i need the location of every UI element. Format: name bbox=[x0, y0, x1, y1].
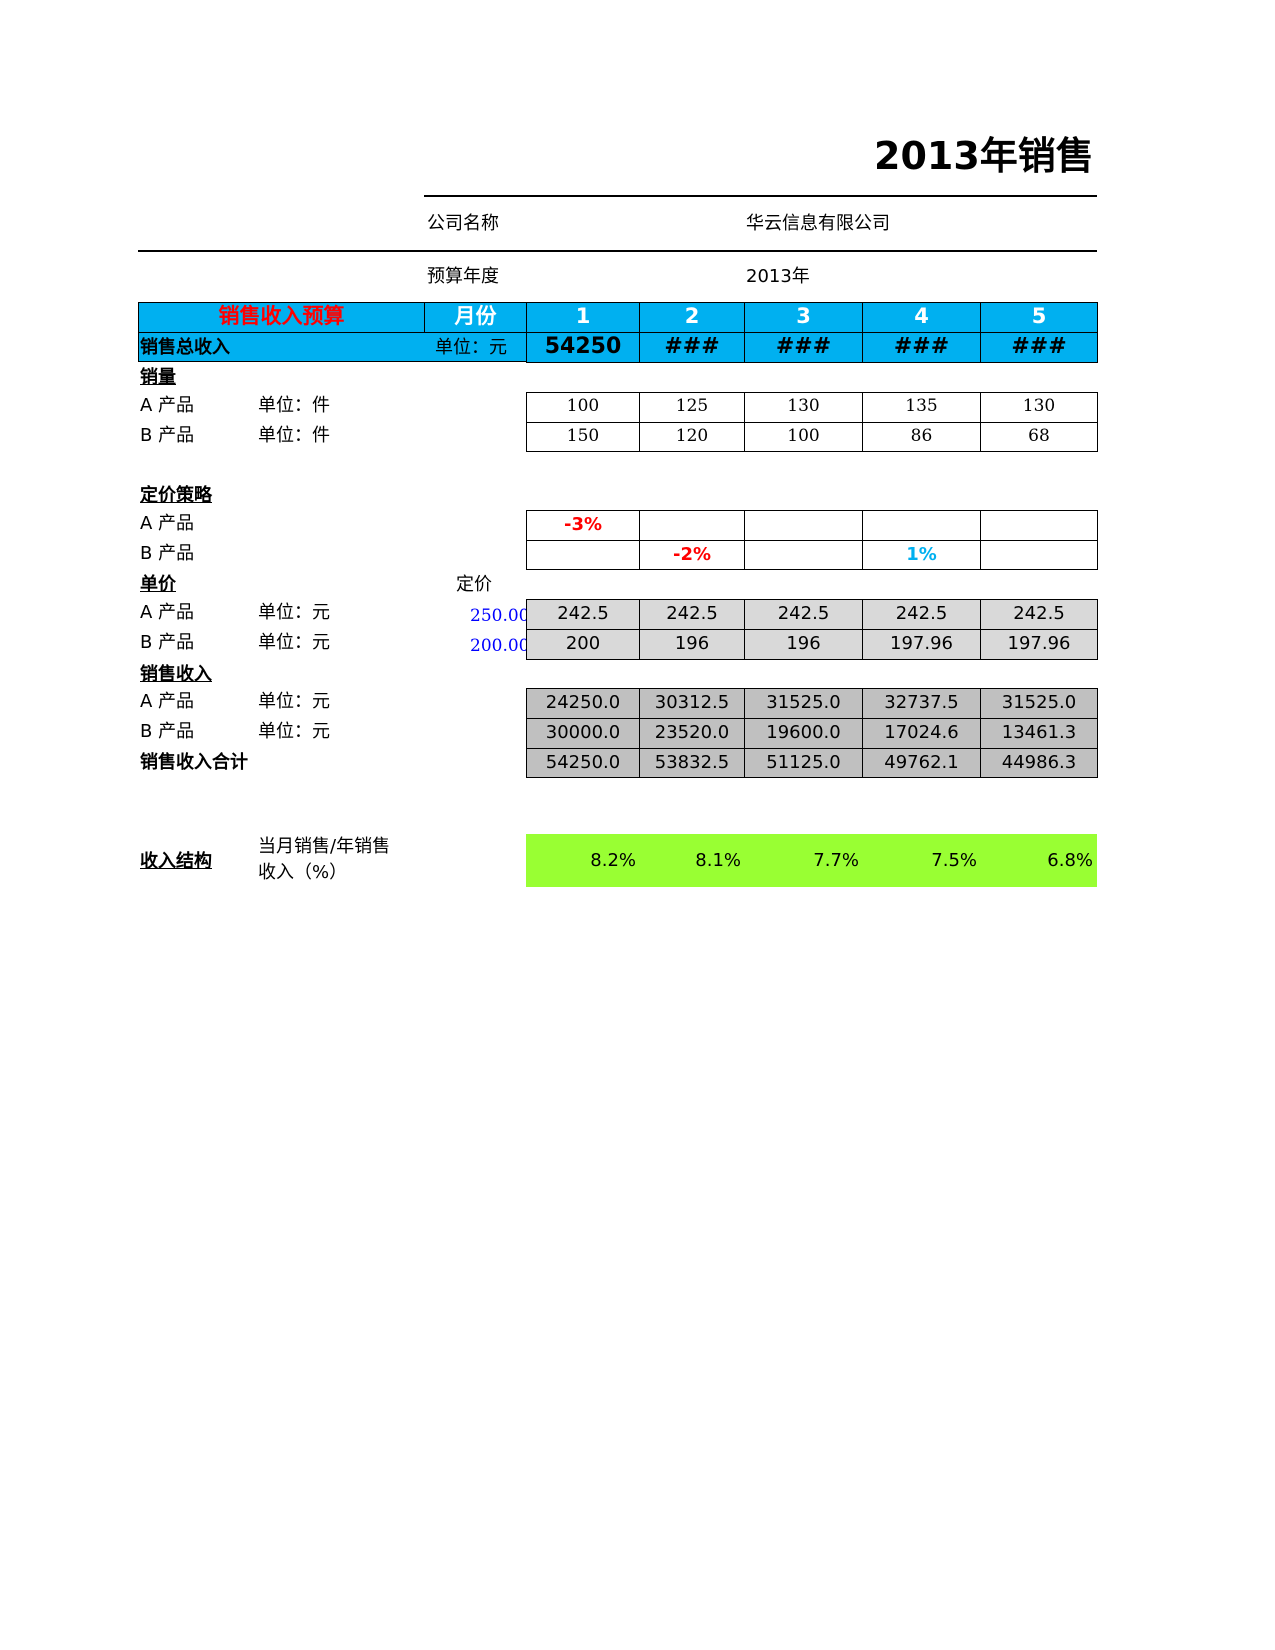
pricing-cell[interactable] bbox=[744, 510, 863, 541]
row-unit: 单位：元 bbox=[258, 721, 330, 742]
revenue-cell[interactable]: 24250.0 bbox=[526, 688, 640, 719]
volume-cell[interactable]: 130 bbox=[980, 392, 1098, 423]
year-value[interactable]: 2013年 bbox=[746, 266, 810, 287]
revenue-total-cell[interactable]: 53832.5 bbox=[639, 748, 745, 778]
pricing-cell[interactable] bbox=[744, 540, 863, 570]
volume-cell[interactable]: 86 bbox=[862, 422, 981, 452]
pricing-cell[interactable] bbox=[980, 510, 1098, 541]
volume-cell[interactable]: 68 bbox=[980, 422, 1098, 452]
structure-value: 6.8% bbox=[1047, 850, 1093, 871]
volume-title: 销量 bbox=[140, 367, 176, 388]
price-cell[interactable]: 200 bbox=[526, 629, 640, 660]
structure-bar bbox=[526, 834, 1097, 887]
revenue-total-cell[interactable]: 49762.1 bbox=[862, 748, 981, 778]
pricing-title: 定价策略 bbox=[140, 485, 212, 506]
revenue-cell[interactable]: 17024.6 bbox=[862, 718, 981, 749]
pricing-cell[interactable]: 1% bbox=[862, 540, 981, 570]
pricing-cell[interactable] bbox=[639, 510, 745, 541]
revenue-cell[interactable]: 13461.3 bbox=[980, 718, 1098, 749]
revenue-total-cell[interactable]: 54250.0 bbox=[526, 748, 640, 778]
total-label: 销售总收入 bbox=[140, 337, 230, 358]
company-label: 公司名称 bbox=[427, 213, 499, 234]
revenue-cell[interactable]: 31525.0 bbox=[980, 688, 1098, 719]
volume-cell[interactable]: 120 bbox=[639, 422, 745, 452]
structure-value: 7.7% bbox=[813, 850, 859, 871]
total-cell[interactable]: ### bbox=[862, 332, 981, 363]
year-label: 预算年度 bbox=[427, 266, 499, 287]
row-unit: 单位：件 bbox=[258, 395, 330, 416]
row-unit: 单位：元 bbox=[258, 632, 330, 653]
divider bbox=[138, 250, 1097, 252]
volume-cell[interactable]: 130 bbox=[744, 392, 863, 423]
total-cell[interactable]: 54250 bbox=[526, 332, 640, 363]
row-label: A 产品 bbox=[140, 513, 195, 534]
page-title: 2013年销售 bbox=[874, 134, 1094, 178]
row-label: B 产品 bbox=[140, 632, 195, 653]
total-unit: 单位：元 bbox=[435, 337, 507, 358]
structure-desc-1: 当月销售/年销售 bbox=[258, 836, 391, 857]
month-header-cell[interactable]: 3 bbox=[744, 302, 863, 333]
pricing-cell[interactable] bbox=[862, 510, 981, 541]
row-label: B 产品 bbox=[140, 425, 195, 446]
price-cell[interactable]: 242.5 bbox=[744, 599, 863, 630]
price-cell[interactable]: 197.96 bbox=[862, 629, 981, 660]
month-header-cell[interactable]: 2 bbox=[639, 302, 745, 333]
volume-cell[interactable]: 150 bbox=[526, 422, 640, 452]
divider bbox=[424, 195, 1097, 197]
price-cell[interactable]: 197.96 bbox=[980, 629, 1098, 660]
row-label: A 产品 bbox=[140, 691, 195, 712]
revenue-cell[interactable]: 31525.0 bbox=[744, 688, 863, 719]
total-cell[interactable]: ### bbox=[639, 332, 745, 363]
price-title: 单价 bbox=[140, 574, 176, 595]
structure-value: 7.5% bbox=[931, 850, 977, 871]
structure-desc-2: 收入（%） bbox=[258, 862, 348, 883]
revenue-cell[interactable]: 30000.0 bbox=[526, 718, 640, 749]
structure-value: 8.2% bbox=[590, 850, 636, 871]
price-cell[interactable]: 196 bbox=[744, 629, 863, 660]
revenue-total-cell[interactable]: 44986.3 bbox=[980, 748, 1098, 778]
price-cell[interactable]: 196 bbox=[639, 629, 745, 660]
pricing-cell[interactable] bbox=[980, 540, 1098, 570]
pricing-cell[interactable]: -2% bbox=[639, 540, 745, 570]
pricing-cell[interactable]: -3% bbox=[526, 510, 640, 541]
total-label-row bbox=[138, 332, 527, 362]
total-cell[interactable]: ### bbox=[980, 332, 1098, 363]
base-price[interactable]: 200.00 bbox=[470, 636, 530, 656]
revenue-cell[interactable]: 30312.5 bbox=[639, 688, 745, 719]
volume-cell[interactable]: 100 bbox=[744, 422, 863, 452]
revenue-cell[interactable]: 23520.0 bbox=[639, 718, 745, 749]
volume-cell[interactable]: 100 bbox=[526, 392, 640, 423]
price-cell[interactable]: 242.5 bbox=[980, 599, 1098, 630]
company-value[interactable]: 华云信息有限公司 bbox=[746, 213, 890, 234]
row-label: B 产品 bbox=[140, 543, 195, 564]
base-price-label: 定价 bbox=[456, 574, 492, 595]
row-unit: 单位：元 bbox=[258, 691, 330, 712]
row-label: A 产品 bbox=[140, 602, 195, 623]
month-label-cell[interactable]: 月份 bbox=[424, 302, 527, 333]
month-header-cell[interactable]: 5 bbox=[980, 302, 1098, 333]
row-label: B 产品 bbox=[140, 721, 195, 742]
structure-title: 收入结构 bbox=[140, 851, 212, 872]
row-label: A 产品 bbox=[140, 395, 195, 416]
total-cell[interactable]: ### bbox=[744, 332, 863, 363]
price-cell[interactable]: 242.5 bbox=[862, 599, 981, 630]
month-header-cell[interactable]: 4 bbox=[862, 302, 981, 333]
volume-cell[interactable]: 125 bbox=[639, 392, 745, 423]
price-cell[interactable]: 242.5 bbox=[526, 599, 640, 630]
base-price[interactable]: 250.00 bbox=[470, 606, 530, 626]
row-unit: 单位：元 bbox=[258, 602, 330, 623]
revenue-cell[interactable]: 32737.5 bbox=[862, 688, 981, 719]
pricing-cell[interactable] bbox=[526, 540, 640, 570]
month-header-cell[interactable]: 1 bbox=[526, 302, 640, 333]
revenue-total-cell[interactable]: 51125.0 bbox=[744, 748, 863, 778]
structure-value: 8.1% bbox=[695, 850, 741, 871]
price-cell[interactable]: 242.5 bbox=[639, 599, 745, 630]
volume-cell[interactable]: 135 bbox=[862, 392, 981, 423]
revenue-total-label: 销售收入合计 bbox=[140, 752, 248, 773]
revenue-title: 销售收入 bbox=[140, 664, 212, 685]
row-unit: 单位：件 bbox=[258, 425, 330, 446]
budget-title-cell[interactable]: 销售收入预算 bbox=[138, 302, 425, 333]
revenue-cell[interactable]: 19600.0 bbox=[744, 718, 863, 749]
